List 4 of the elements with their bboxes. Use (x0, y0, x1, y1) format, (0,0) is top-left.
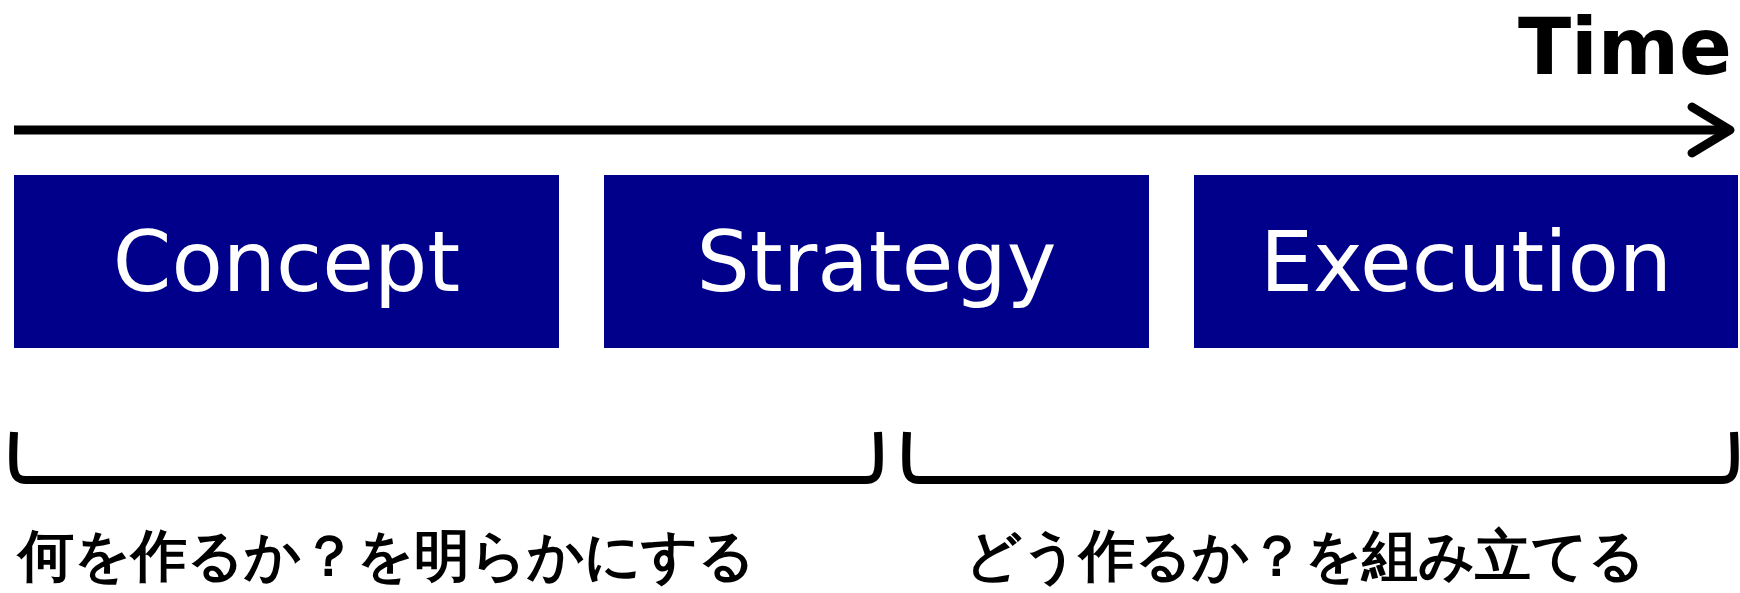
phase-box: Execution (1194, 175, 1738, 348)
phase-box: Strategy (604, 175, 1149, 348)
phase-box: Concept (14, 175, 559, 348)
axis-title: Time (1517, 8, 1732, 86)
